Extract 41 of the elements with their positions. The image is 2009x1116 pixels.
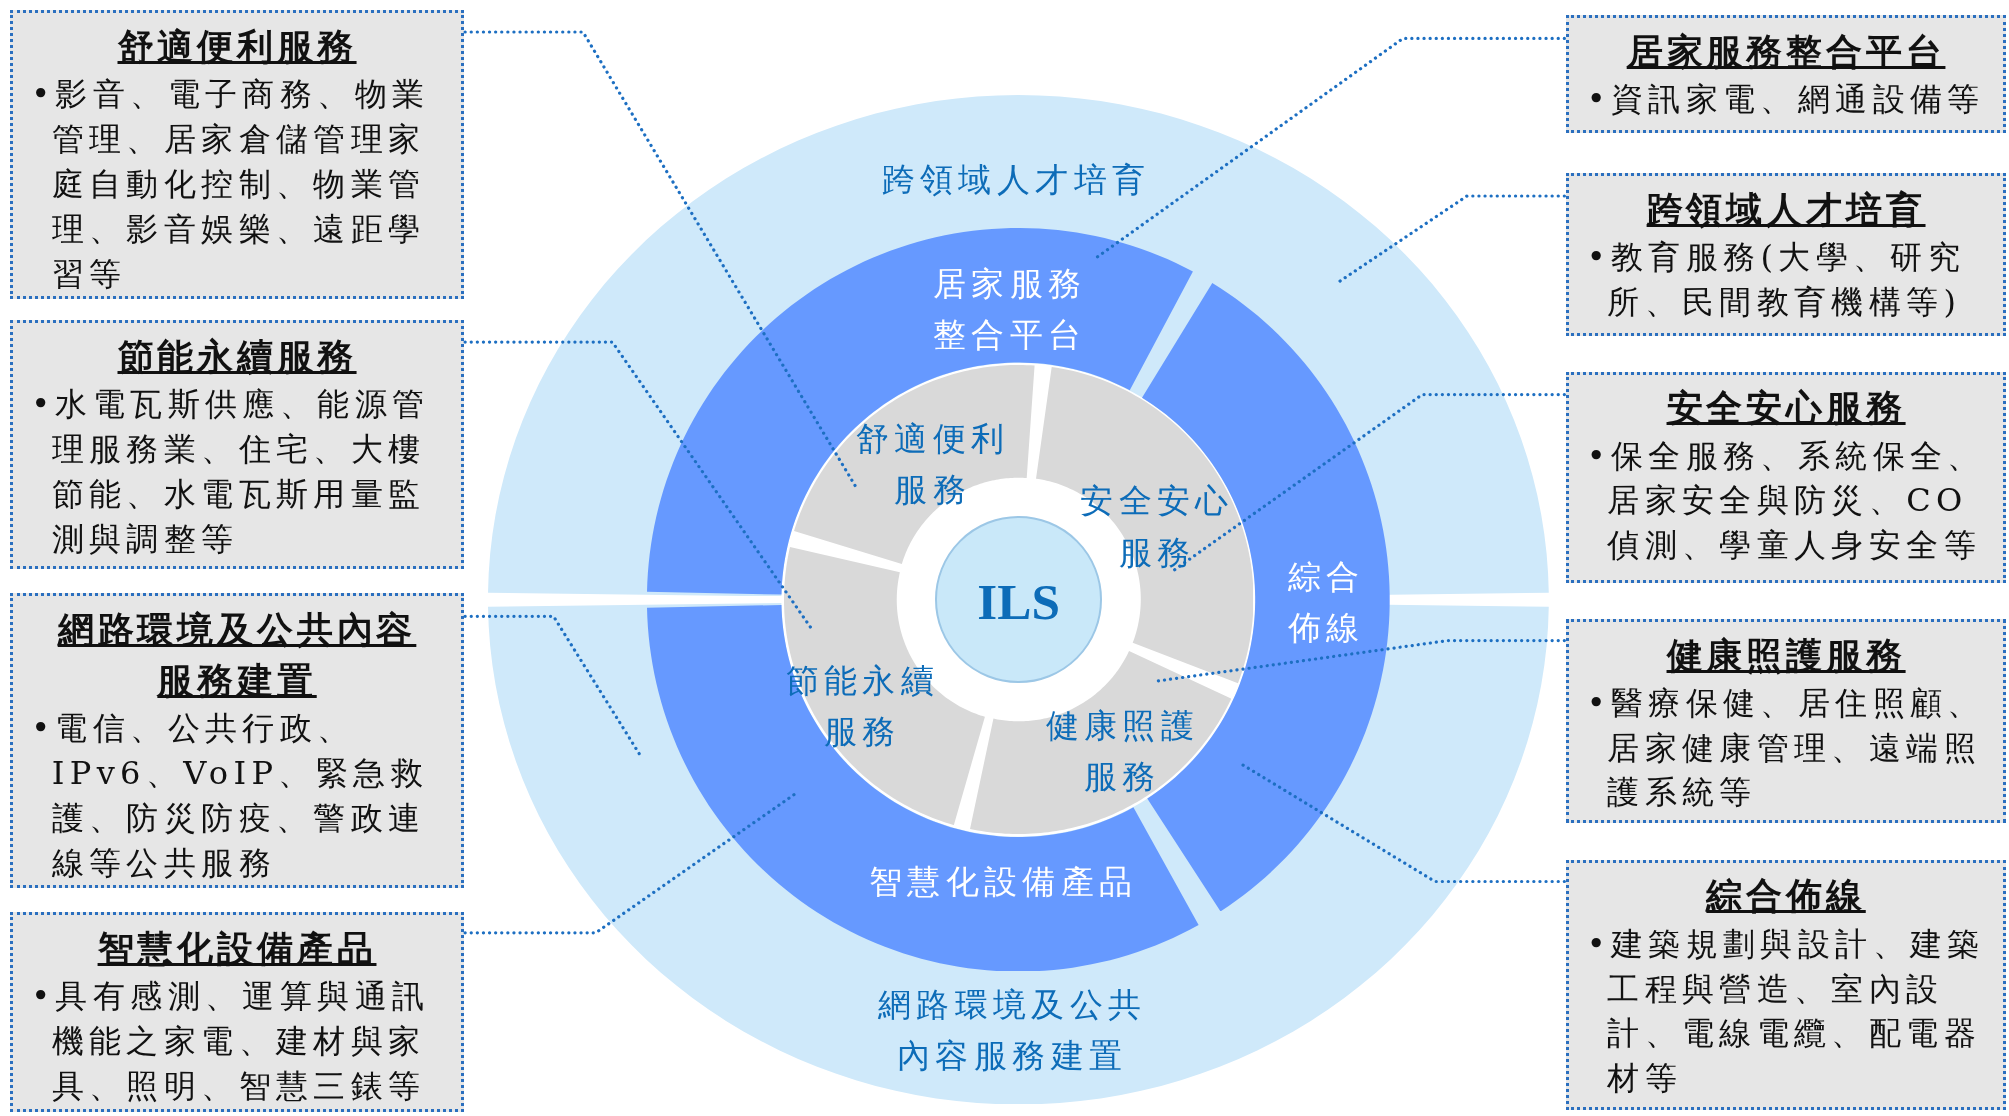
bullet-text: •水電瓦斯供應、能源管理服務業、住宅、大樓節能、水電瓦斯用量監測與調整等	[31, 384, 431, 560]
leader-line	[463, 792, 796, 935]
bullet-text: •保全服務、系統保全、居家安全與防災、CO偵測、學童人身安全等	[1586, 435, 1986, 567]
segment-label: 舒適便利服務	[854, 417, 1011, 511]
bullet-text: •教育服務(大學、研究所、民間教育機構等)	[1586, 236, 1967, 323]
segment-label: 綜合佈線	[1286, 555, 1366, 650]
box-heading: 網路環境及公共內容服務建置	[56, 606, 418, 704]
box-heading: 安全安心服務	[1665, 385, 1907, 431]
segment-label: 跨領域人才培育	[880, 158, 1152, 201]
leader-line	[463, 614, 643, 758]
bullet-text: •影音、電子商務、物業管理、居家倉儲管理家庭自動化控制、物業管理、影音娛樂、遠距學習等	[31, 74, 431, 295]
info-box	[10, 10, 464, 299]
segment-label: 健康照護服務	[1044, 704, 1201, 798]
bullet-text: •資訊家電、網通設備等	[1586, 79, 1986, 121]
segment-label: 居家服務整合平台	[931, 262, 1088, 356]
info-box	[1565, 859, 2007, 1110]
box-heading: 舒適便利服務	[116, 23, 358, 69]
info-box	[10, 320, 464, 569]
info-box	[10, 593, 464, 888]
leader-line	[1241, 763, 1566, 884]
info-box	[1565, 371, 2007, 583]
box-heading: 居家服務整合平台	[1625, 29, 1947, 75]
segment-label: 智慧化設備產品	[867, 860, 1139, 903]
leader-line	[463, 30, 858, 489]
hub-label: ILS	[976, 571, 1061, 632]
bullet-text: •具有感測、運算與通訊機能之家電、建材與家具、照明、智慧三錶等	[31, 976, 431, 1107]
box-heading: 智慧化設備產品	[96, 925, 378, 971]
info-box	[1565, 618, 2007, 823]
segment-label: 網路環境及公共內容服務建置	[876, 983, 1148, 1078]
bullet-text: •建築規劃與設計、建築工程與營造、室內設計、電線電纜、配電器材等	[1586, 923, 1986, 1100]
info-box	[1565, 172, 2007, 336]
box-heading: 健康照護服務	[1665, 632, 1907, 678]
box-heading: 跨領域人才培育	[1645, 186, 1927, 232]
box-heading: 綜合佈線	[1704, 873, 1867, 919]
bullet-text: •電信、公共行政、IPv6、VoIP、緊急救護、防災防疫、警政連線等公共服務	[31, 708, 429, 884]
bullet-text: •醫療保健、居住照顧、居家健康管理、遠端照護系統等	[1586, 682, 1986, 814]
info-box	[10, 912, 464, 1113]
box-heading: 節能永續服務	[116, 334, 358, 379]
leader-line	[1170, 393, 1566, 573]
segment-label: 安全安心服務	[1079, 480, 1235, 574]
info-box	[1565, 15, 2007, 134]
